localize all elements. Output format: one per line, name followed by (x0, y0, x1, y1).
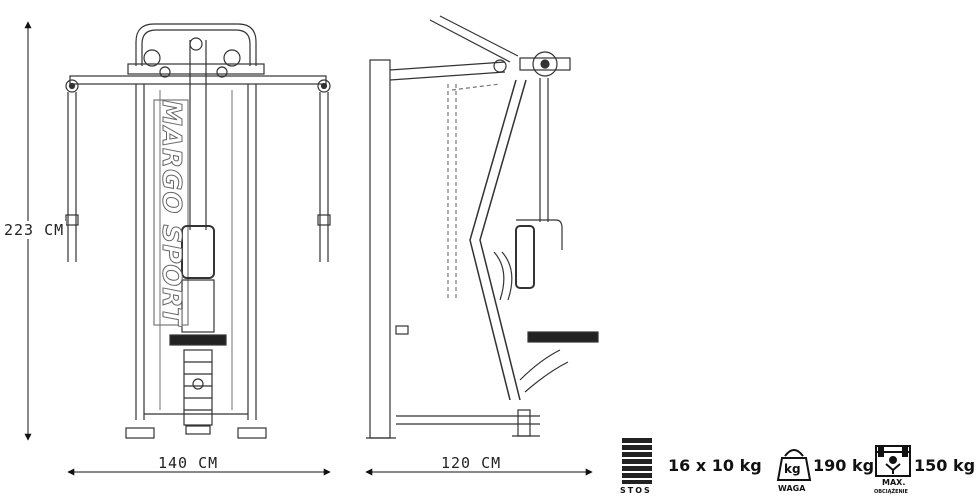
max-sub-caption: OBCIĄŻENIE (874, 489, 908, 495)
front-view (65, 23, 331, 439)
depth-label: 120 CM (441, 454, 502, 472)
barbell-max-load-icon (875, 445, 911, 477)
stack-value: 16 x 10 kg (668, 456, 762, 475)
weight-stack-icon (622, 438, 652, 484)
stack-caption: STOS (620, 486, 652, 495)
max-caption: MAX. (882, 478, 906, 487)
width-label: 140 CM (158, 454, 219, 472)
height-label: 223 CM (2, 221, 67, 239)
kettlebell-weight-icon (776, 449, 812, 481)
side-view (366, 15, 599, 439)
weight-value: 190 kg (813, 456, 875, 475)
weight-caption: WAGA (778, 484, 806, 493)
weight-icon-text: kg (784, 462, 801, 476)
max-value: 150 kg (914, 456, 976, 475)
